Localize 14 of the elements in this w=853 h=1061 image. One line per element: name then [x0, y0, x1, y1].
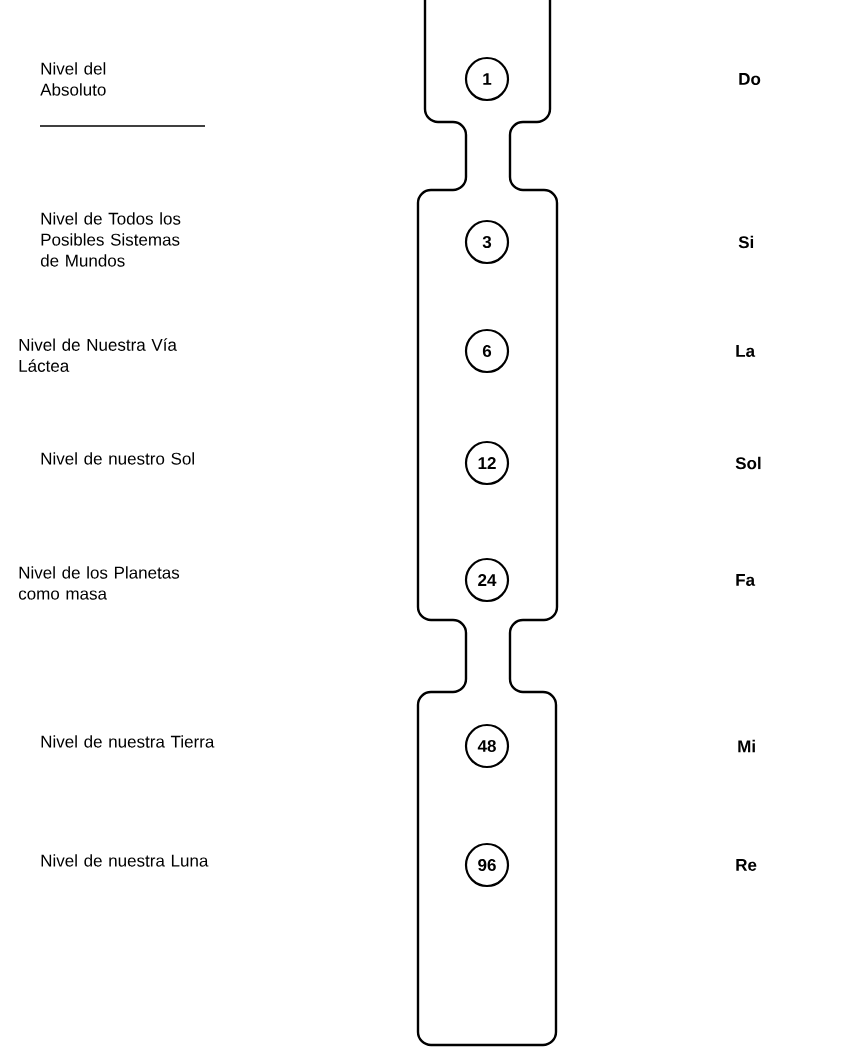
note-label: La: [736, 345, 756, 357]
note-label: Fa: [736, 574, 756, 586]
level-label: Nivel de Nuestra Vía Láctea: [19, 338, 177, 372]
note-label: Do: [739, 73, 761, 85]
level-label: Nivel de nuestra Luna: [41, 854, 209, 867]
level-label: Nivel de los Planetas como masa: [18, 566, 180, 600]
level-label: Nivel de Todos los Posibles Sistemas de Mundos: [40, 212, 181, 267]
note-label: Sol: [735, 456, 761, 470]
note-label: Si: [738, 235, 754, 249]
note-label: Re: [736, 859, 757, 871]
level-label: Nivel del Absoluto: [40, 62, 106, 96]
level-label: Nivel de nuestro Sol: [41, 452, 194, 465]
level-label: Nivel de nuestra Tierra: [41, 735, 215, 748]
note-label: Mi: [738, 739, 755, 753]
